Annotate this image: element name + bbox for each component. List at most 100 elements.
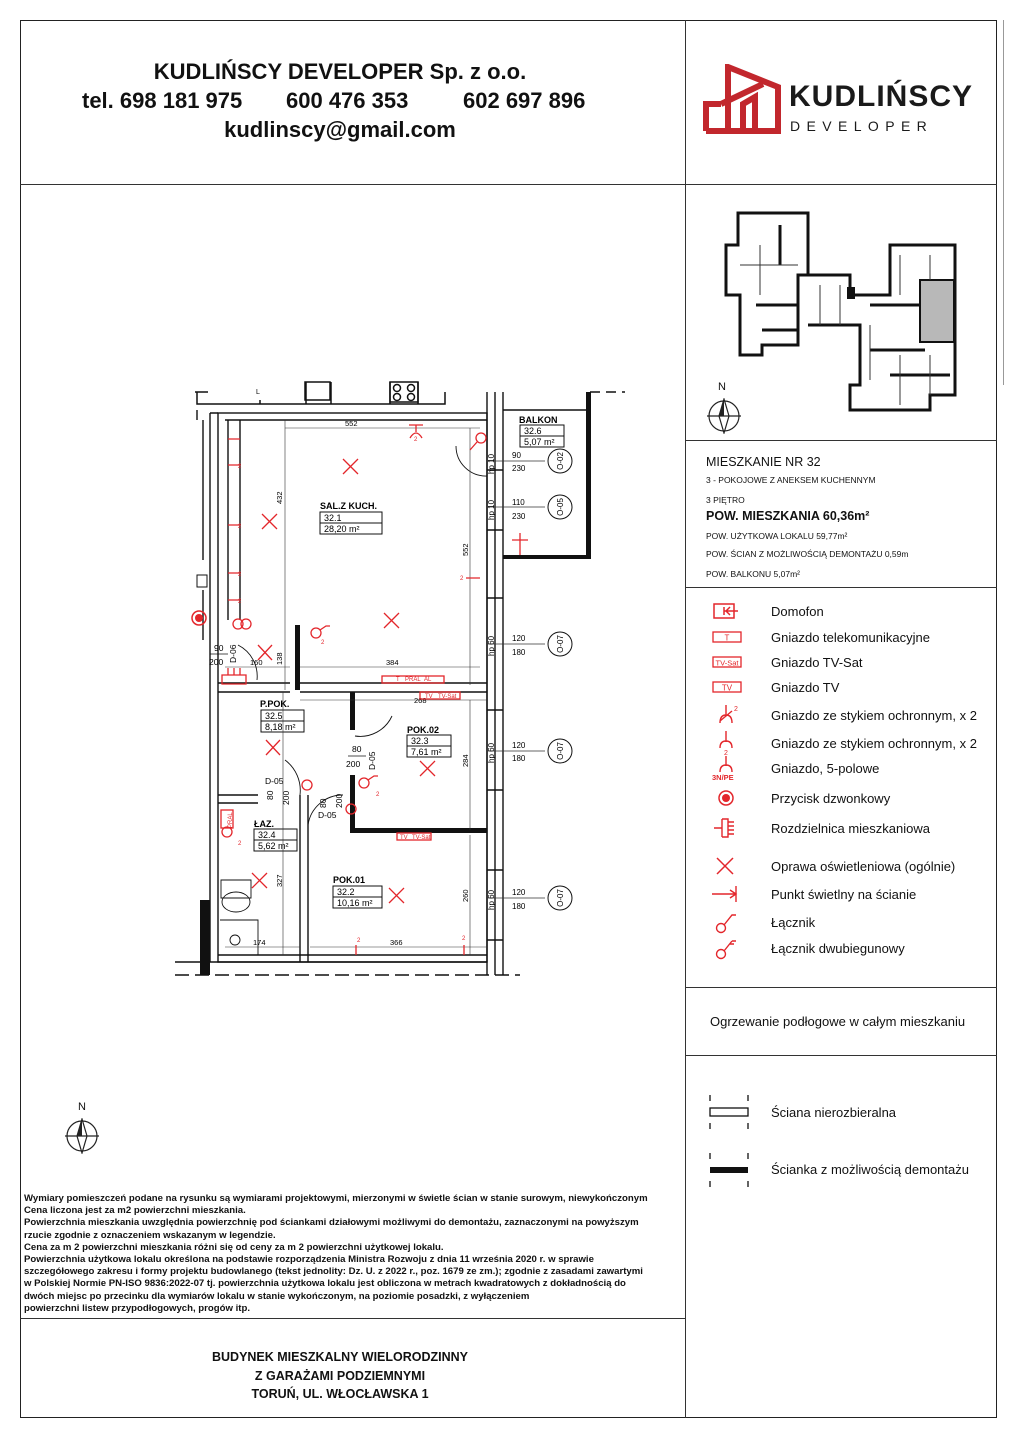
distribution-board-icon (714, 818, 734, 838)
switch-icon (475, 432, 487, 444)
socket-count: 2 (238, 464, 242, 470)
telecom-socket-icon: T (712, 631, 742, 643)
window-id: O-07 (556, 742, 565, 760)
room-number: 32.6 (524, 426, 542, 436)
phone-1: tel. 698 181 975 (82, 88, 243, 113)
divider (685, 587, 997, 588)
dimensions: 552 432 552 384 138 160 268 284 327 260 … (225, 419, 487, 955)
socket-count: 2 (321, 640, 325, 646)
window-sill: hp 60 (487, 742, 496, 763)
note-line: Powierzchnia użytkowa lokalu określona n… (24, 1254, 594, 1266)
note-line: Cena liczona jest za m2 powierzchni mies… (24, 1205, 246, 1217)
room-hall: P.POK. 32.5 8,18 m² (260, 699, 305, 733)
socket-icon (228, 438, 480, 955)
dimension-label: 284 (461, 754, 470, 767)
legend-tag: TV (722, 684, 733, 693)
room-number: 32.4 (258, 830, 276, 840)
building-line: BUDYNEK MIESZKALNY WIELORODZINNY (211, 1350, 469, 1364)
socket-tag: AL (424, 677, 432, 683)
divider (685, 1055, 997, 1056)
dimension-label: 432 (275, 491, 284, 504)
doorbell-button-icon (718, 790, 734, 806)
room-pok-01: POK.01 32.2 10,16 m² (332, 875, 383, 909)
light-fixture-icon (251, 458, 436, 904)
socket-count: 2 (376, 792, 380, 798)
building-key-plan (724, 211, 957, 412)
removable-walls (200, 392, 591, 975)
dimension-label: 552 (461, 543, 470, 556)
note-line: powierzchni listew przypodłogowych, prog… (24, 1302, 250, 1314)
kitchen-label: L (256, 389, 260, 396)
legend-label: Gniazdo ze stykiem ochronnym, x 2 (771, 735, 977, 751)
dimension-label: 366 (390, 938, 403, 947)
double-switch-icon (310, 627, 322, 639)
socket-tag: TV (425, 694, 433, 700)
door-id: D-05 (367, 751, 377, 770)
window-height: 230 (512, 464, 526, 473)
window-height: 180 (512, 754, 526, 763)
room-name: ŁAZ. (254, 819, 274, 829)
socket-tag: T (396, 677, 400, 683)
door-width: 80 (352, 744, 362, 754)
legend-label: Gniazdo TV (771, 679, 840, 695)
svg-text:2: 2 (724, 750, 728, 755)
highlighted-apartment (919, 279, 955, 343)
legend-label: Gniazdo, 5-polowe (771, 760, 880, 776)
logo-name: KUDLIŃSCY (789, 80, 974, 113)
door-tags: 90 200 D-06 80 200 D-05 D-05 80 200 80 2… (209, 643, 377, 820)
north-label: N (718, 381, 726, 393)
window-width: 120 (512, 888, 526, 897)
dimension-label: 160 (250, 658, 263, 667)
legend-item: Domofon (712, 599, 992, 623)
room-area: 5,62 m² (258, 841, 289, 851)
dimension-label: 384 (386, 658, 399, 667)
room-balcony: BALKON 32.6 5,07 m² (519, 415, 565, 448)
room-labels: SAL.Z KUCH. 32.1 28,20 m² POK.01 32.2 10… (253, 415, 565, 909)
window-tags: O-02 90 230 hp 10 O-05 110 230 hp 10 O-0… (487, 448, 573, 911)
switch-icon (715, 914, 736, 934)
window-width: 90 (512, 451, 521, 460)
door-tag: 80 200 D-05 (318, 794, 344, 820)
electrical-symbols (220, 424, 528, 955)
room-name: BALKON (519, 415, 558, 425)
doorbell-button-icon (191, 610, 207, 626)
divider (20, 184, 997, 185)
light-fixture-icon (716, 857, 734, 875)
wall-light-icon (712, 886, 738, 902)
window-id: O-02 (556, 452, 565, 470)
socket-icon (512, 533, 528, 555)
socket-tag: TV-Sat (412, 835, 431, 841)
legend-label: Rozdzielnica mieszkaniowa (771, 820, 930, 836)
socket-count: 2 (238, 599, 242, 605)
wall-legend-icons (709, 1095, 749, 1187)
window-sill: hp 60 (487, 889, 496, 910)
note-line: rzucie zgodnie z oznaczeniem wskazanym w… (24, 1229, 276, 1241)
socket-count: 2 (462, 936, 466, 942)
window-tag: O-07 120 180 hp 60 (487, 738, 573, 764)
legend-label: Łącznik (771, 914, 816, 930)
five-pole-socket-icon (719, 756, 733, 773)
balcony-area: POW. BALKONU 5,07m² (706, 569, 800, 579)
building-address: TORUŃ, UL. WŁOCŁAWSKA 1 (251, 1387, 429, 1401)
window-width: 120 (512, 741, 526, 750)
door-width: 80 (265, 790, 275, 800)
company-name: KUDLIŃSCY DEVELOPER Sp. z o.o. (153, 59, 527, 84)
window-tag: O-07 120 180 hp 60 (487, 631, 573, 657)
dimension-label: 260 (461, 889, 470, 902)
room-area: 7,61 m² (411, 747, 442, 757)
dimension-label: 552 (345, 419, 358, 428)
apartment-type: 3 - POKOJOWE Z ANEKSEM KUCHENNYM (706, 475, 876, 485)
legend-item: 2 Gniazdo ze stykiem ochronnym, x 2 (712, 731, 992, 755)
room-bathroom: ŁAZ. 32.4 5,62 m² (253, 819, 298, 852)
window-height: 230 (512, 512, 526, 521)
double-socket-alt-icon: 2 (719, 731, 733, 755)
email-link[interactable]: kudlinscy@gmail.com (224, 117, 456, 142)
double-switch-icon (715, 940, 736, 960)
legend-item: T Gniazdo telekomunikacyjne (712, 625, 992, 649)
window-tag: O-07 120 180 hp 60 (487, 885, 573, 911)
divider (685, 440, 997, 441)
legend-label: Gniazdo telekomunikacyjne (771, 629, 930, 645)
